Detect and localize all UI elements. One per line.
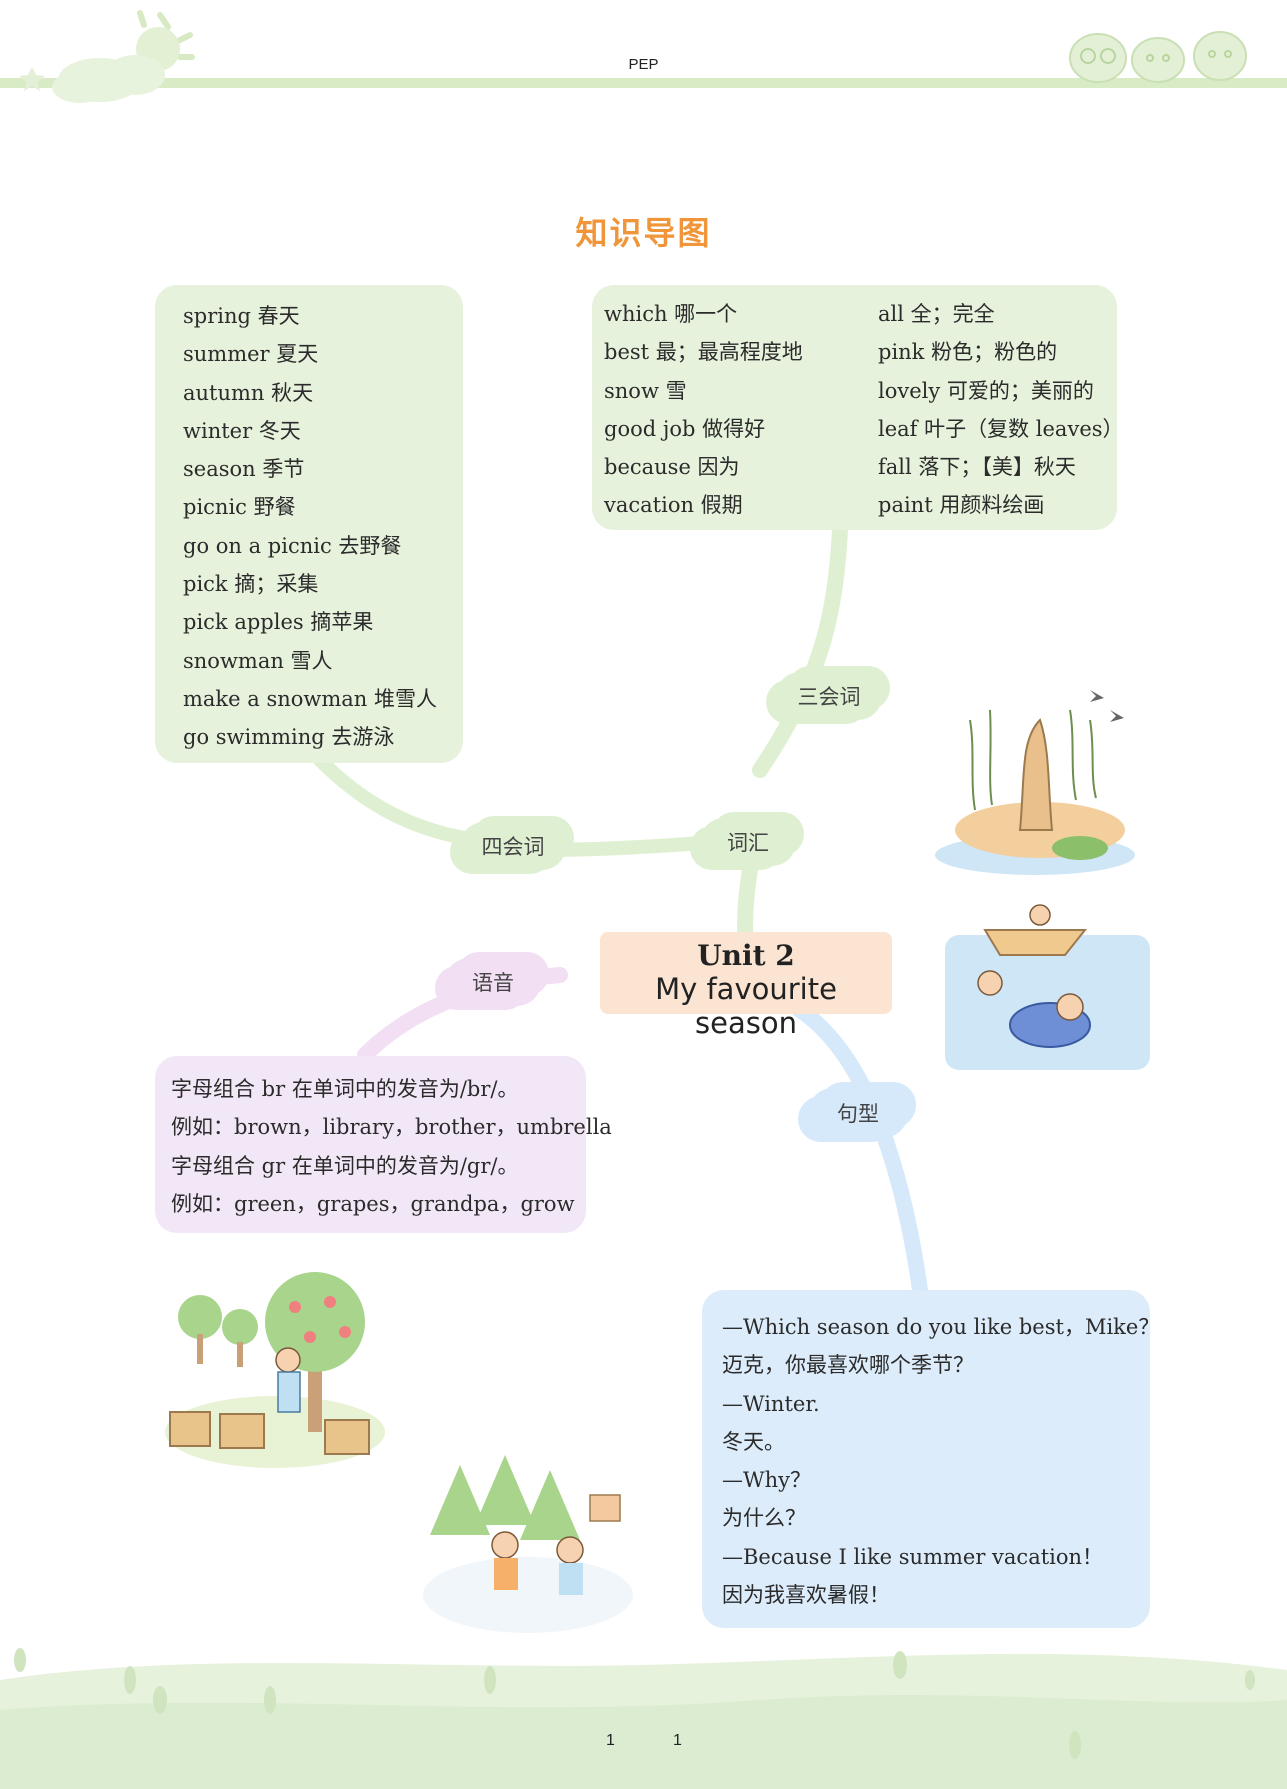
- three-skill-words-col1: which 哪一个 best 最；最高程度地 snow 雪 good job 做…: [604, 295, 803, 525]
- list-item: make a snowman 堆雪人: [183, 680, 463, 718]
- willow-tree-illustration: [930, 680, 1140, 880]
- grass-hills-footer: [0, 1640, 1287, 1789]
- list-item: pick 摘；采集: [183, 565, 463, 603]
- apple-picking-illustration: [160, 1262, 390, 1472]
- list-item: leaf 叶子（复数 leaves）: [878, 410, 1124, 448]
- list-item: go swimming 去游泳: [183, 718, 463, 756]
- sentence-line: 冬天。: [722, 1423, 1150, 1461]
- sentence-line: —Winter.: [722, 1385, 1150, 1423]
- phonics-box: 字母组合 br 在单词中的发音为/br/。 例如：brown，library，b…: [155, 1056, 586, 1233]
- list-item: all 全；完全: [878, 295, 1124, 333]
- page-number-left: 1: [606, 1732, 615, 1750]
- phonics-line: 字母组合 gr 在单词中的发音为/gr/。: [171, 1147, 586, 1185]
- list-item: picnic 野餐: [183, 488, 463, 526]
- swimming-kids-illustration: [945, 895, 1155, 1075]
- sentence-line: 为什么？: [722, 1499, 1150, 1537]
- unit-subtitle: My favourite season: [600, 972, 892, 1040]
- list-item: because 因为: [604, 448, 803, 486]
- list-item: snowman 雪人: [183, 642, 463, 680]
- list-item: season 季节: [183, 450, 463, 488]
- list-item: which 哪一个: [604, 295, 803, 333]
- sentence-line: —Which season do you like best，Mike？: [722, 1308, 1150, 1346]
- sentence-line: 因为我喜欢暑假！: [722, 1576, 1150, 1614]
- phonics-line: 例如：brown，library，brother，umbrella: [171, 1108, 586, 1146]
- list-item: snow 雪: [604, 372, 803, 410]
- phonics-line: 例如：green，grapes，grandpa，grow: [171, 1185, 586, 1223]
- list-item: spring 春天: [183, 297, 463, 335]
- list-item: best 最；最高程度地: [604, 333, 803, 371]
- cloud-four-skill-words: 四会词: [460, 822, 566, 870]
- cloud-vocabulary: 词汇: [700, 818, 796, 866]
- list-item: lovely 可爱的；美丽的: [878, 372, 1124, 410]
- list-item: fall 落下；【美】秋天: [878, 448, 1124, 486]
- sentence-line: —Why？: [722, 1461, 1150, 1499]
- list-item: vacation 假期: [604, 486, 803, 524]
- unit-title-box: Unit 2 My favourite season: [600, 932, 892, 1014]
- cloud-sentence-patterns: 句型: [808, 1088, 908, 1138]
- skating-kids-illustration: [420, 1455, 635, 1635]
- list-item: good job 做得好: [604, 410, 803, 448]
- list-item: winter 冬天: [183, 412, 463, 450]
- list-item: pick apples 摘苹果: [183, 603, 463, 641]
- sentence-patterns-box: —Which season do you like best，Mike？ 迈克，…: [702, 1290, 1150, 1628]
- list-item: autumn 秋天: [183, 374, 463, 412]
- four-skill-words-list: spring 春天 summer 夏天 autumn 秋天 winter 冬天 …: [183, 297, 463, 757]
- list-item: go on a picnic 去野餐: [183, 527, 463, 565]
- cloud-phonics: 语音: [445, 958, 541, 1006]
- cloud-three-skill-words: 三会词: [776, 672, 882, 720]
- sentence-line: —Because I like summer vacation！: [722, 1538, 1150, 1576]
- page-number-right: 1: [673, 1732, 682, 1750]
- list-item: paint 用颜料绘画: [878, 486, 1124, 524]
- list-item: pink 粉色；粉色的: [878, 333, 1124, 371]
- list-item: summer 夏天: [183, 335, 463, 373]
- unit-number: Unit 2: [600, 940, 892, 972]
- four-skill-words-box: spring 春天 summer 夏天 autumn 秋天 winter 冬天 …: [155, 285, 463, 763]
- sentence-line: 迈克，你最喜欢哪个季节？: [722, 1346, 1150, 1384]
- three-skill-words-col2: all 全；完全 pink 粉色；粉色的 lovely 可爱的；美丽的 leaf…: [878, 295, 1124, 525]
- phonics-line: 字母组合 br 在单词中的发音为/br/。: [171, 1070, 586, 1108]
- three-skill-words-box: which 哪一个 best 最；最高程度地 snow 雪 good job 做…: [592, 285, 1117, 530]
